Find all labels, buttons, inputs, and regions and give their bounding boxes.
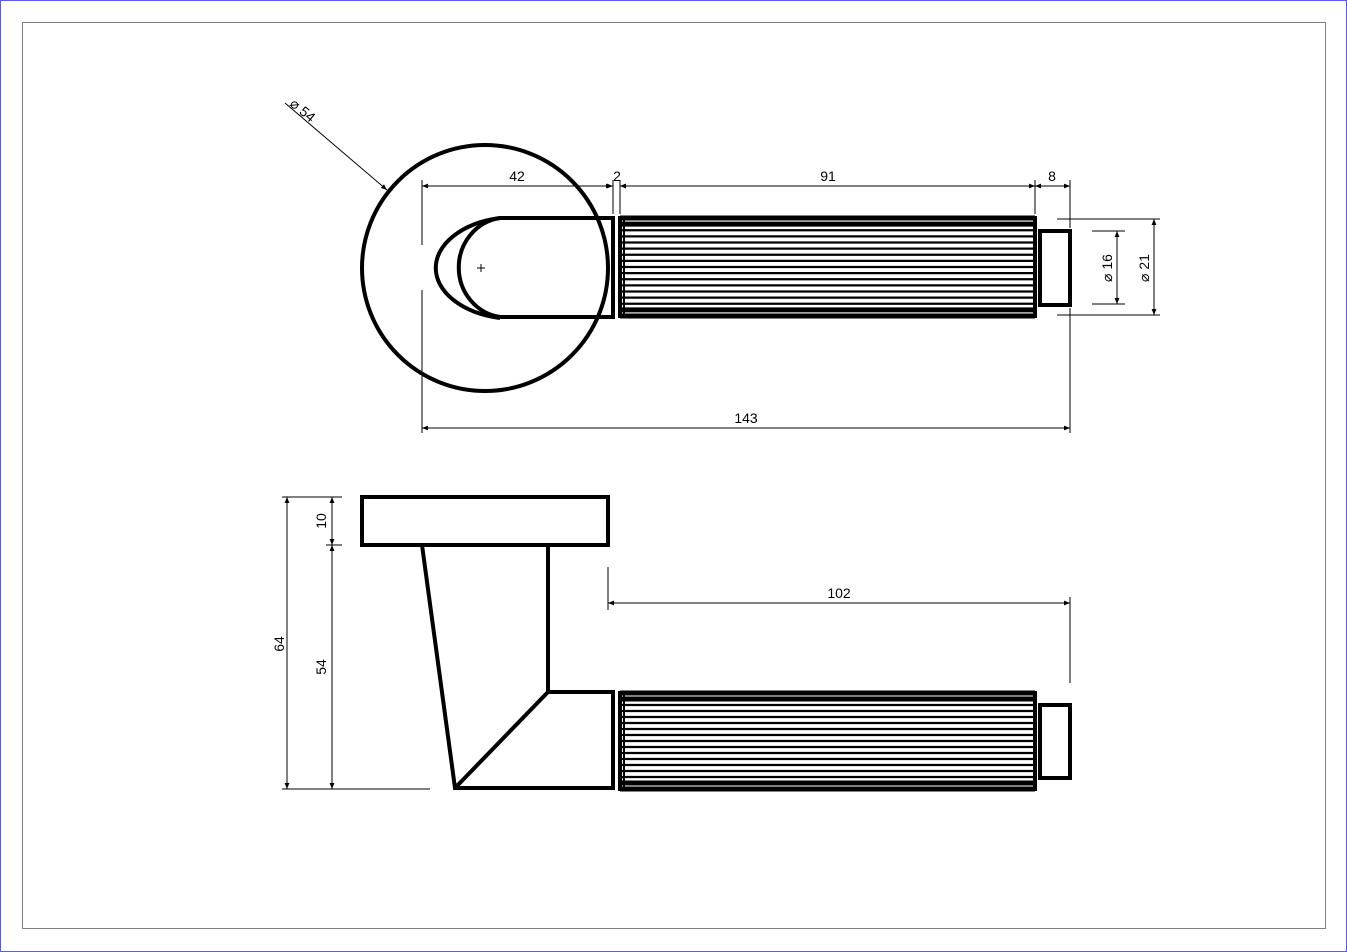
grip-ribbed [618,215,1037,319]
drawing-border [22,22,1326,929]
side-view: 102 64 10 54 [271,495,1072,792]
dim-gap: 2 [613,168,621,184]
dim-cap-diameter: ⌀ 16 [1099,254,1115,282]
outer-crescent [433,216,501,320]
rose-side [360,495,610,547]
dim-cap-length: 8 [1048,168,1056,184]
neck-body [456,216,615,319]
dim-total-length: 143 [734,410,758,426]
dim-grip-length: 91 [820,168,836,184]
dim-neck-length: 42 [509,168,525,184]
rose-circle [360,143,610,393]
end-cap [1038,229,1072,307]
end-cap-side [1038,703,1072,780]
rose-diameter-label: ⌀ 54 [287,95,319,125]
dim-total-height: 64 [271,636,287,652]
center-mark [477,264,485,272]
neck-side [420,544,615,790]
dim-grip-diameter: ⌀ 21 [1136,254,1152,282]
dim-grip-length-side: 102 [827,585,851,601]
top-view: ⌀ 54 42 2 91 8 143 ⌀ 16 ⌀ 21 [284,95,1160,433]
dim-rose-thickness: 10 [313,513,329,529]
dim-height-to-lever: 54 [313,659,329,675]
rose-diameter-leader [284,102,388,191]
grip-ribbed-side [618,690,1037,792]
